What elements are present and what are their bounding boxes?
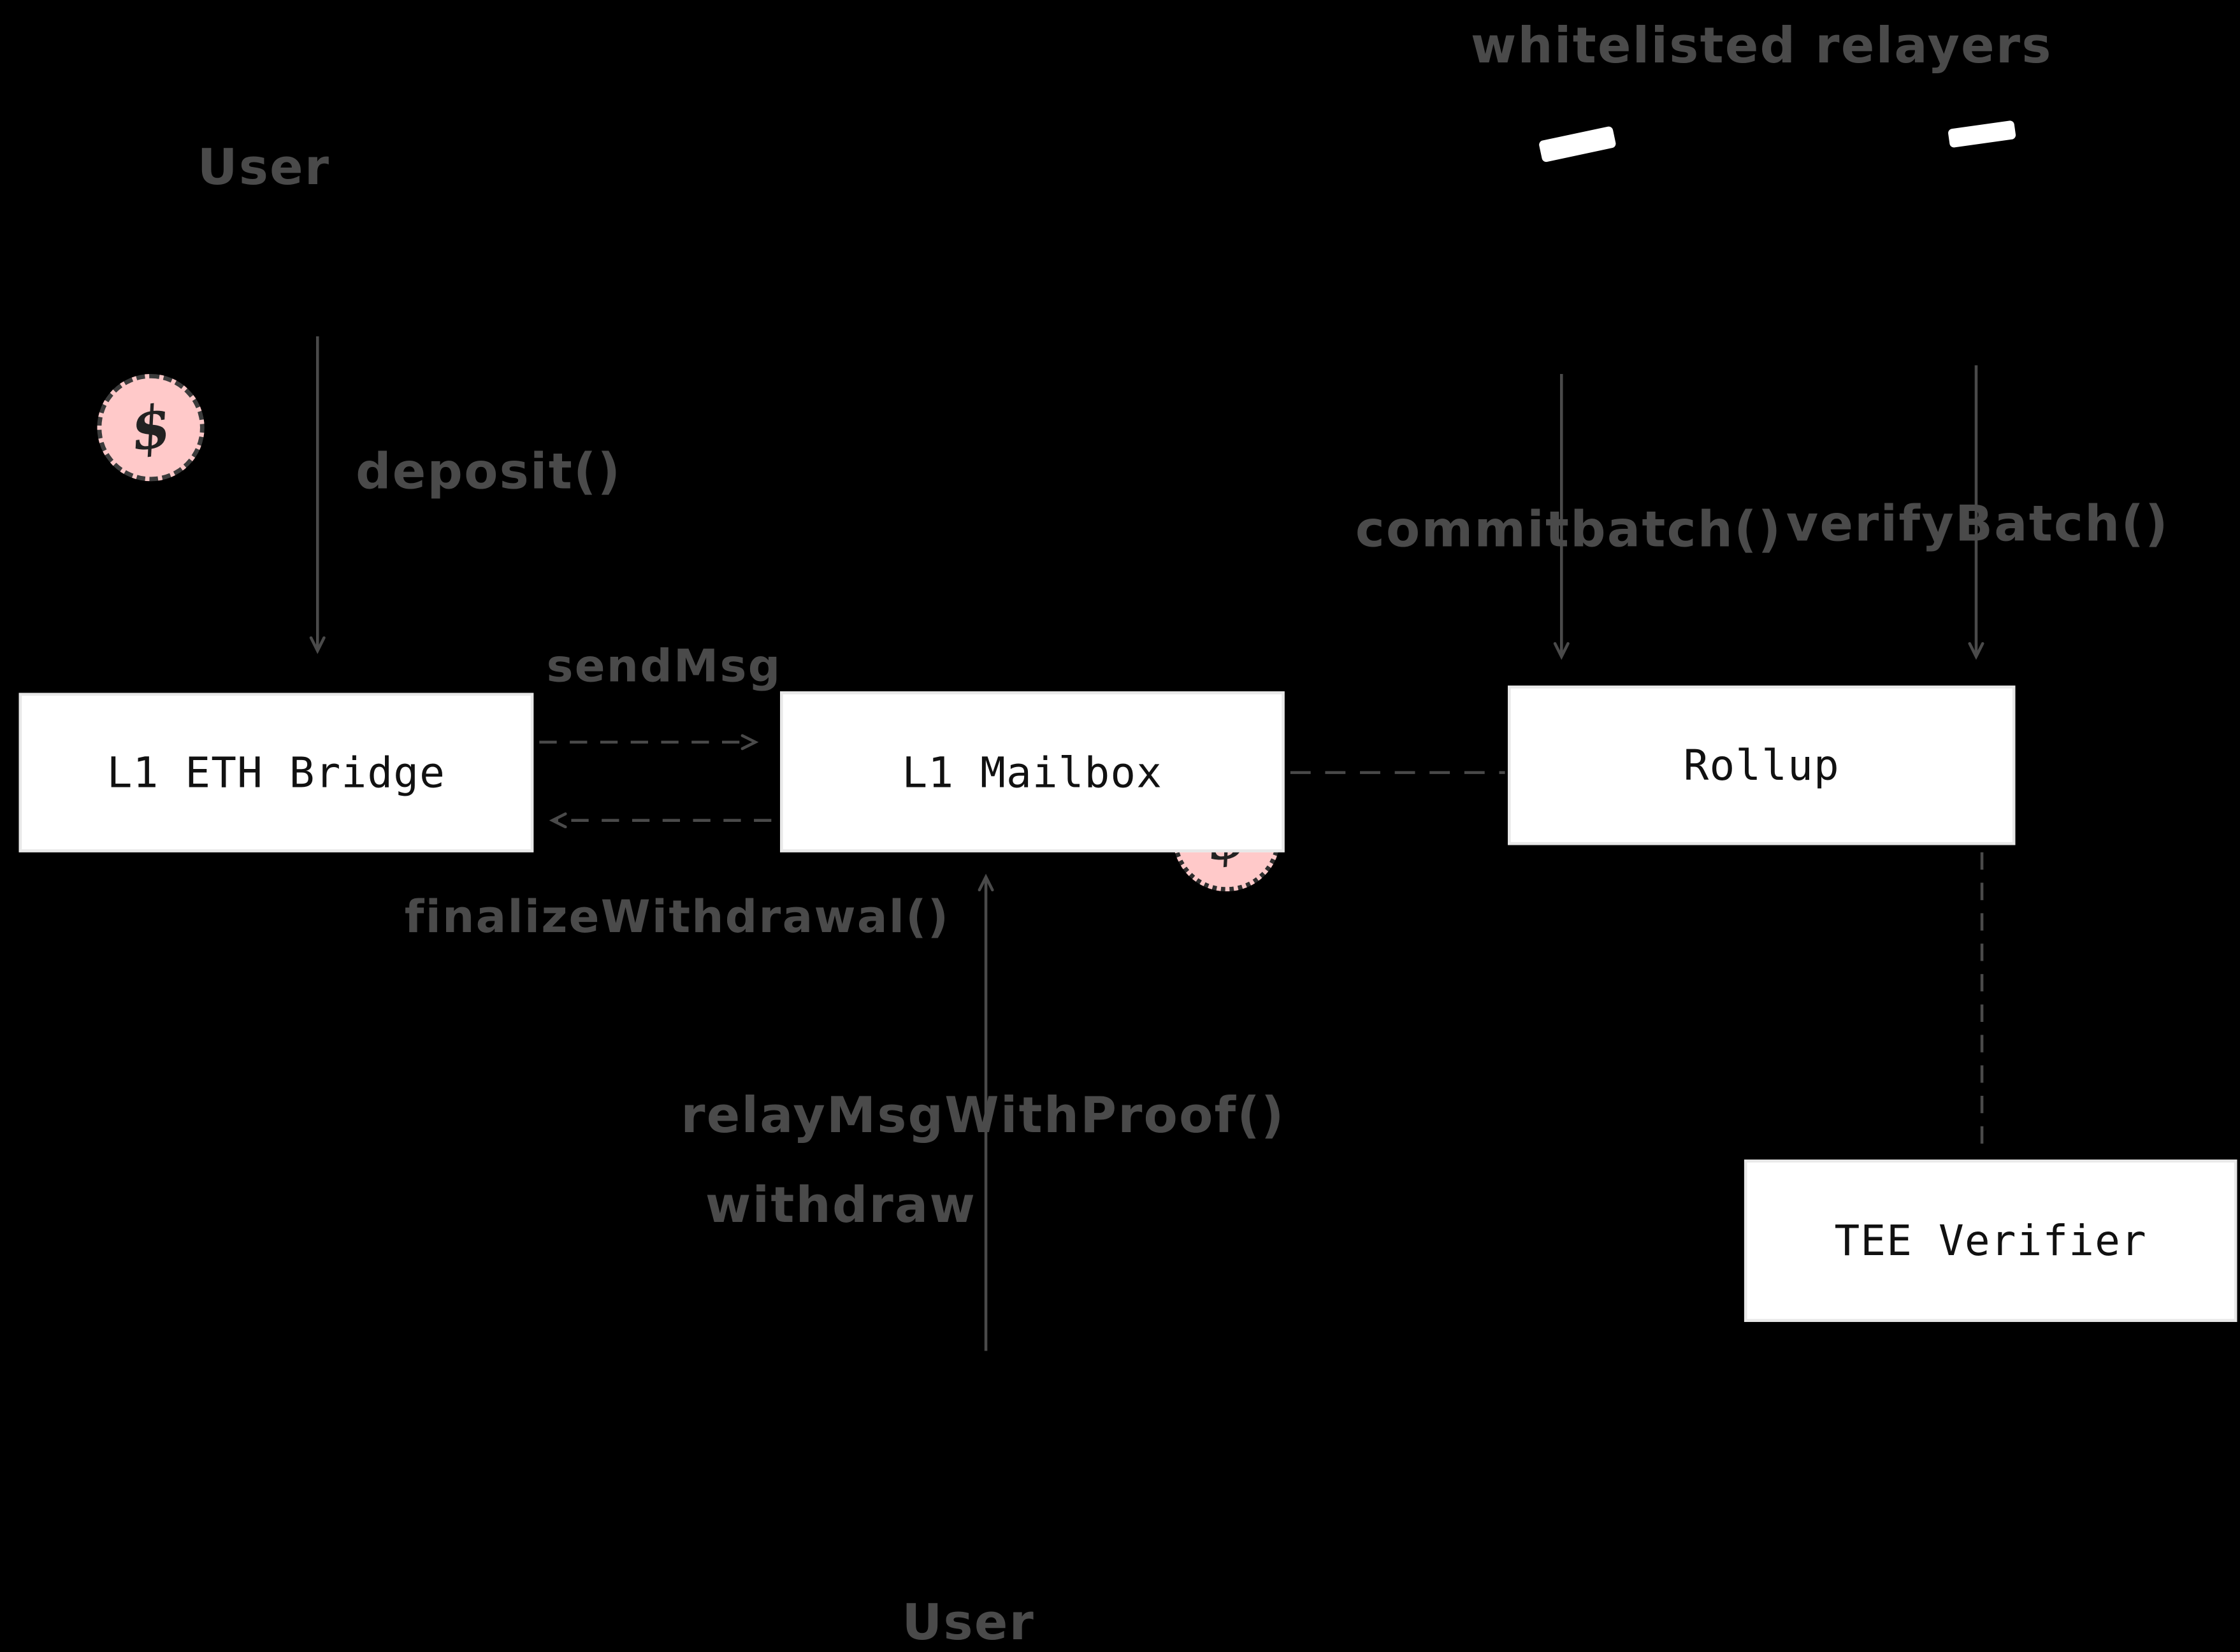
actor-whitelisted-relayers: whitelisted relayers [1470, 17, 2053, 76]
label-send-msg: sendMsg [546, 640, 782, 693]
node-l1-eth-bridge: L1 ETH Bridge [18, 693, 534, 852]
label-commit-batch: commitbatch() [1355, 501, 1782, 560]
node-tee-verifier-label: TEE Verifier [1834, 1216, 2147, 1266]
label-deposit: deposit() [356, 443, 622, 502]
money-badge-deposit: $ [97, 373, 205, 482]
actor-user-top: User [197, 139, 331, 198]
node-rollup-label: Rollup [1683, 740, 1840, 790]
label-finalize-withdrawal: finalizeWithdrawal() [404, 891, 950, 944]
label-verify-batch: verifyBatch() [1786, 496, 2169, 554]
node-tee-verifier: TEE Verifier [1744, 1160, 2237, 1322]
actor-user-bottom: User [902, 1594, 1036, 1652]
node-l1-mailbox: L1 Mailbox [780, 691, 1285, 852]
dollar-icon: $ [126, 391, 176, 464]
node-l1-mailbox-label: L1 Mailbox [902, 747, 1163, 797]
label-withdraw: withdraw [705, 1177, 977, 1235]
node-l1-eth-bridge-label: L1 ETH Bridge [106, 747, 445, 798]
node-rollup: Rollup [1508, 686, 2016, 845]
label-relay-msg-with-proof: relayMsgWithProof() [681, 1087, 1285, 1146]
